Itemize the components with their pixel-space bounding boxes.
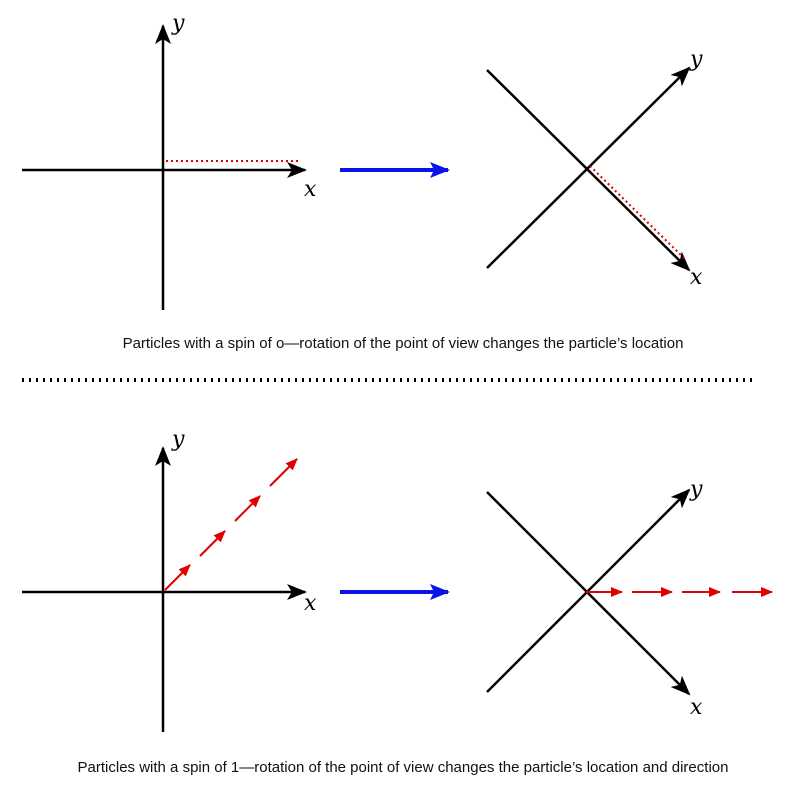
direction-arrow xyxy=(269,458,298,487)
caption-spin-1: Particles with a spin of 1—rotation of t… xyxy=(78,759,729,776)
y-axis xyxy=(486,66,691,269)
direction-arrow xyxy=(199,530,226,557)
x-label: x xyxy=(690,265,703,290)
y-label: y xyxy=(171,427,185,452)
y-label: y xyxy=(689,47,703,72)
x-label: x xyxy=(304,591,317,616)
y-label: y xyxy=(171,11,185,36)
x-label: x xyxy=(304,177,317,202)
caption-spin-0: Particles with a spin of o—rotation of t… xyxy=(123,335,684,352)
x-axis xyxy=(486,69,691,272)
y-label: y xyxy=(689,477,703,502)
particle-direction-arrows xyxy=(164,458,298,591)
top-left-axes: y x xyxy=(22,11,317,310)
direction-arrow xyxy=(164,564,191,591)
bottom-left-axes: y x xyxy=(22,427,317,732)
top-right-axes: y x xyxy=(486,47,703,290)
x-label: x xyxy=(690,695,703,720)
direction-arrow xyxy=(234,495,261,522)
particle-displacement xyxy=(589,165,687,261)
bottom-right-axes: y x xyxy=(486,477,773,720)
